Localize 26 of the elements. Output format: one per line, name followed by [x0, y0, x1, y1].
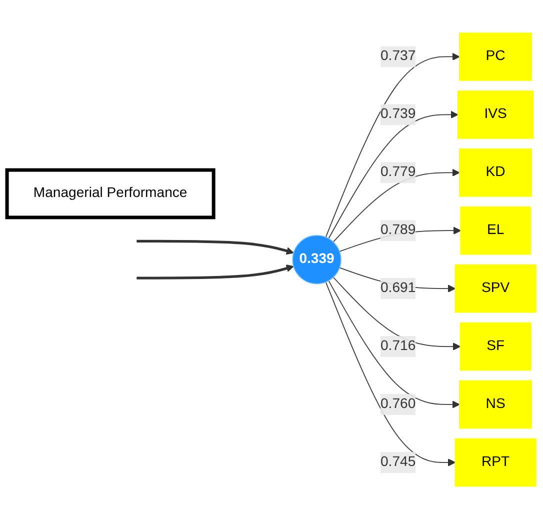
node-circle: 0.339	[292, 234, 342, 284]
edge-label: 0.737	[380, 48, 416, 64]
arrow	[328, 110, 458, 239]
node-box: IVS	[457, 90, 534, 139]
arrow	[328, 280, 460, 408]
node-box: EL	[460, 206, 531, 255]
node-box: RPT	[454, 438, 536, 486]
edge-label: 0.760	[380, 396, 416, 412]
arrow	[325, 282, 456, 466]
node-box: Managerial Performance	[5, 168, 216, 220]
arrow	[136, 240, 294, 255]
edge-label: 0.691	[380, 280, 416, 296]
edge-label: 0.745	[380, 454, 416, 470]
node-box: SPV	[454, 264, 536, 313]
edge-label: 0.739	[380, 106, 416, 122]
node-box: SF	[460, 322, 532, 371]
node-box: KD	[459, 148, 532, 197]
edge-label: 0.789	[380, 222, 416, 238]
arrow	[325, 52, 460, 238]
arrow	[332, 276, 461, 350]
edge-label: 0.716	[380, 338, 416, 354]
node-box: NS	[459, 380, 532, 429]
arrow	[136, 264, 294, 280]
arrow	[332, 168, 460, 242]
edge-label: 0.779	[380, 164, 416, 180]
node-box: PC	[459, 32, 532, 81]
